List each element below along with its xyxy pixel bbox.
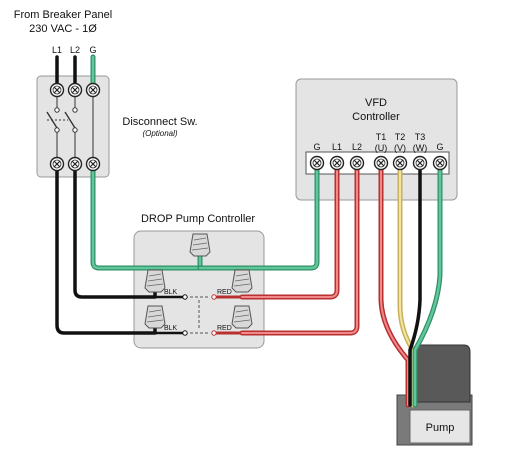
disconnect-label: Disconnect Sw. (122, 116, 197, 128)
disconnect-screw-g-top (85, 82, 101, 98)
disconnect-screw-l2-bottom (67, 156, 83, 172)
supply-terminal-l1: L1 (52, 45, 62, 55)
wire-vfd-t3-to-pump (408, 161, 422, 407)
pump-label-plate (409, 409, 471, 444)
red-end-2 (211, 330, 217, 336)
vfd-terminal-g-out: G (436, 142, 443, 152)
vfd-title-line1: VFD (365, 97, 387, 109)
wirenut-red-1 (231, 269, 253, 293)
vfd-terminal-l1: L1 (332, 142, 342, 152)
vfd-screw-l1 (329, 155, 345, 171)
vfd-terminal-l2: L2 (352, 142, 362, 152)
disconnect-screw-g-bottom (85, 156, 101, 172)
wirenut-blk-1 (144, 269, 166, 293)
red-end-1 (211, 294, 217, 300)
wire-black-l2-to-drop (55, 162, 157, 335)
vfd-terminal-t3: T3 (415, 132, 426, 142)
disconnect-screw-l1-top (49, 82, 65, 98)
disconnect-screw-l2-top (67, 82, 83, 98)
vfd-terminal-t2: T2 (395, 132, 406, 142)
drop-label-blk-2: BLK (164, 325, 178, 332)
supply-title-line1: From Breaker Panel (14, 9, 112, 21)
vfd-screw-t1 (373, 155, 389, 171)
supply-terminal-g: G (89, 45, 96, 55)
pump-motor-housing (412, 344, 471, 403)
vfd-terminal-t2-sub: (V) (394, 143, 406, 153)
drop-controller-box (133, 230, 265, 349)
wirenut-blk-2 (144, 305, 166, 329)
blk-end-1 (182, 294, 188, 300)
drop-label-red-1: RED (217, 289, 232, 296)
vfd-terminal-t3-sub: (W) (413, 143, 428, 153)
drop-controller-title: DROP Pump Controller (141, 213, 255, 225)
vfd-screw-l2 (349, 155, 365, 171)
pump-label: Pump (426, 422, 455, 434)
supply-terminal-l2: L2 (70, 45, 80, 55)
wirenut-ground (189, 233, 211, 257)
disconnect-screw-l1-bottom (49, 156, 65, 172)
disconnect-switch-box (36, 75, 110, 178)
supply-title-line2: 230 VAC - 1Ø (29, 23, 97, 35)
vfd-screw-t3 (412, 155, 428, 171)
disconnect-contacts (46, 96, 94, 157)
vfd-screw-g-in (309, 155, 325, 171)
vfd-terminal-t1-sub: (U) (375, 143, 388, 153)
vfd-terminal-t1: T1 (376, 132, 387, 142)
pump: Pump (396, 344, 473, 446)
drop-label-blk-1: BLK (164, 289, 178, 296)
drop-label-red-2: RED (217, 325, 232, 332)
blk-end-2 (182, 330, 188, 336)
wire-black-l1-to-drop (73, 162, 157, 299)
vfd-title-line2: Controller (352, 111, 400, 123)
vfd-screw-t2 (392, 155, 408, 171)
disconnect-note: (Optional) (142, 129, 177, 138)
vfd-terminal-g-in: G (313, 142, 320, 152)
vfd-screw-g-out (432, 155, 448, 171)
wirenut-red-2 (231, 305, 253, 329)
